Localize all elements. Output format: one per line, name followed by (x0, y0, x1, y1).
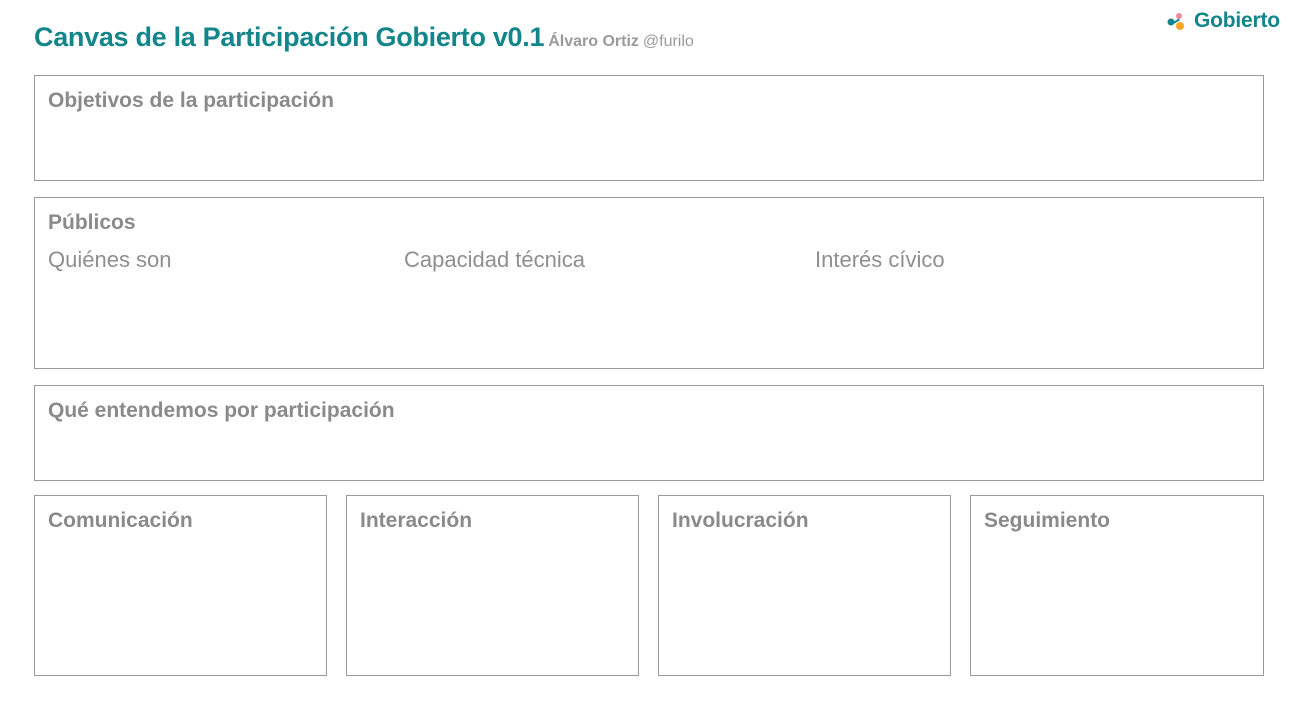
logo-text: Gobierto (1194, 9, 1280, 32)
section-title-seguimiento: Seguimiento (984, 509, 1111, 532)
section-title-que-entendemos: Qué entendemos por participación (48, 399, 395, 422)
page-title: Canvas de la Participación Gobierto v0.1 (34, 22, 545, 52)
section-seguimiento: Seguimiento (970, 495, 1264, 676)
section-title-publicos: Públicos (48, 211, 136, 234)
author-name: Álvaro Ortiz (548, 33, 639, 50)
section-title-comunicacion: Comunicación (48, 509, 193, 532)
publicos-column-interes: Interés cívico (815, 247, 945, 272)
section-que-entendemos: Qué entendemos por participación (34, 385, 1264, 481)
publicos-column-quienes: Quiénes son (48, 247, 172, 272)
section-title-objetivos: Objetivos de la participación (48, 89, 334, 112)
section-title-interaccion: Interacción (360, 509, 473, 532)
gobierto-logo: Gobierto (1166, 9, 1280, 33)
publicos-column-capacidad: Capacidad técnica (404, 247, 586, 272)
section-objetivos: Objetivos de la participación (34, 75, 1264, 181)
gobierto-logo-icon (1167, 13, 1184, 30)
author-handle: @furilo (642, 33, 694, 50)
section-title-involucracion: Involucración (672, 509, 809, 532)
section-involucracion: Involucración (658, 495, 951, 676)
section-comunicacion: Comunicación (34, 495, 327, 676)
section-publicos: Públicos Quiénes son Capacidad técnica I… (34, 197, 1264, 369)
page-header: Canvas de la Participación Gobierto v0.1… (34, 22, 694, 53)
section-interaccion: Interacción (346, 495, 639, 676)
